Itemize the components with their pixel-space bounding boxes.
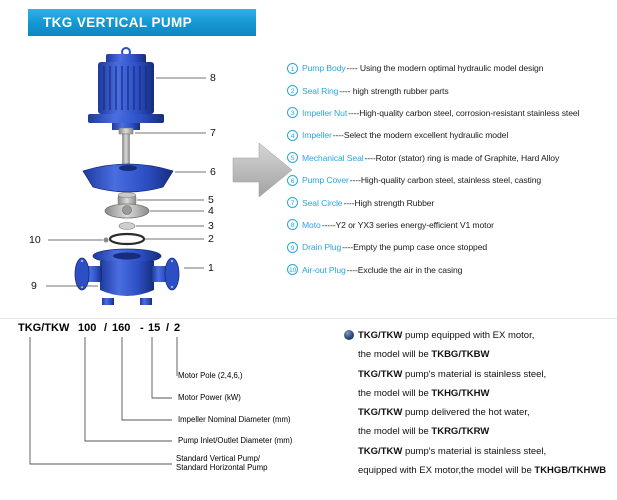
part-name: Mechanical Seal (302, 152, 364, 163)
model-variant-notes: TKG/TKW pump equipped with EX motor, the… (358, 326, 613, 480)
part-item-impeller-nut: 3 Impeller Nut ----High-quality carbon s… (287, 102, 615, 124)
callout-impeller-nut: 3 (208, 220, 214, 232)
impeller (104, 203, 150, 219)
callout-seal-circle: 7 (210, 127, 216, 139)
model-code-prefix: TKG/TKW (18, 322, 70, 334)
model-code-dash: - (140, 322, 144, 334)
leader-lines (46, 77, 206, 287)
part-name: Seal Ring (302, 85, 339, 96)
callout-drain-plug: 9 (31, 280, 37, 292)
label-pump-type: Standard Vertical Pump/ Standard Horizon… (176, 454, 268, 472)
pump-body (74, 248, 180, 305)
part-item-impeller: 4 Impeller ----Select the modern excelle… (287, 124, 615, 146)
part-name: Moto (302, 219, 321, 230)
part-number-badge: 8 (287, 219, 298, 231)
note-line: TKG/TKW pump's material is stainless ste… (358, 368, 547, 380)
part-number-badge: 2 (287, 85, 298, 97)
model-code-slash-2: / (166, 322, 170, 334)
part-name: Pump Body (302, 63, 346, 74)
model-code-inlet-diameter: 100 (78, 322, 97, 334)
note-line: TKG/TKW pump equipped with EX motor, (358, 330, 535, 341)
part-description: ----Exclude the air in the casing (346, 264, 463, 275)
part-item-seal-circle: 7 Seal Circle ----High strength Rubber (287, 191, 615, 213)
parts-list: 1 Pump Body ---- Using the modern optima… (287, 57, 615, 281)
label-pump-type-line1: Standard Vertical Pump/ (176, 454, 261, 463)
part-name: Seal Circle (302, 197, 343, 208)
model-code-motor-power: 15 (148, 322, 161, 334)
part-item-pump-cover: 6 Pump Cover ----High-quality carbon ste… (287, 169, 615, 191)
part-name: Pump Cover (302, 175, 349, 186)
note-line: the model will be TKHG/TKHW (358, 387, 490, 399)
part-item-air-out-plug: 10 Air-out Plug ----Exclude the air in t… (287, 259, 615, 281)
impeller-nut (118, 222, 136, 230)
part-item-motor: 8 Moto -----Y2 or YX3 series energy-effi… (287, 214, 615, 236)
part-description: ----High strength Rubber (343, 197, 435, 208)
pump-exploded-diagram: 8 7 6 5 4 3 2 10 1 9 (29, 47, 293, 305)
part-name: Air-out Plug (302, 264, 346, 275)
part-number-badge: 3 (287, 107, 298, 119)
right-arrow-icon (232, 142, 293, 198)
part-description: ---- high strength rubber parts (339, 85, 449, 96)
callout-mechanical-seal: 5 (208, 194, 214, 206)
label-pump-type-line2: Standard Horizontal Pump (176, 462, 268, 472)
part-description: -----Y2 or YX3 series energy-efficient V… (321, 219, 494, 230)
callout-seal-ring: 2 (208, 233, 214, 245)
part-item-drain-plug: 9 Drain Plug ----Empty the pump case onc… (287, 236, 615, 258)
part-name: Impeller Nut (302, 107, 348, 118)
mechanical-seal (117, 192, 137, 206)
seal-ring (103, 232, 146, 246)
part-description: ----Empty the pump case once stopped (342, 242, 488, 253)
label-motor-power: Motor Power (kW) (178, 393, 241, 402)
page-title-banner: TKG VERTICAL PUMP (28, 9, 256, 36)
label-inlet-outlet-diameter: Pump Inlet/Outlet Diameter (mm) (178, 436, 293, 445)
part-item-pump-body: 1 Pump Body ---- Using the modern optima… (287, 57, 615, 79)
label-motor-pole: Motor Pole (2,4,6,) (178, 371, 243, 380)
bullet-icon (344, 330, 354, 340)
callout-air-out-plug: 10 (29, 234, 41, 246)
part-description: ----Select the modern excellent hydrauli… (332, 130, 509, 141)
model-code-connectors (29, 337, 178, 465)
pump-cover (82, 163, 174, 193)
callout-pump-body: 1 (208, 262, 214, 274)
part-name: Impeller (302, 130, 332, 141)
label-impeller-diameter: Impeller Nominal Diameter (mm) (178, 415, 291, 424)
callout-pump-cover: 6 (210, 166, 216, 178)
part-description: ----Rotor (stator) ring is made of Graph… (364, 152, 560, 163)
model-code-impeller-diameter: 160 (112, 322, 131, 334)
callout-motor: 8 (210, 72, 216, 84)
note-line: the model will be TKRG/TKRW (358, 426, 490, 438)
note-line: the model will be TKBG/TKBW (358, 349, 490, 361)
part-number-badge: 5 (287, 152, 298, 164)
part-number-badge: 10 (287, 264, 298, 276)
note-line: equipped with EX motor,the model will be… (358, 465, 607, 477)
part-number-badge: 6 (287, 174, 298, 186)
part-name: Drain Plug (302, 242, 342, 253)
note-line: TKG/TKW pump's material is stainless ste… (358, 445, 547, 457)
part-number-badge: 1 (287, 62, 298, 74)
part-number-badge: 9 (287, 241, 298, 253)
part-number-badge: 4 (287, 129, 298, 141)
part-item-seal-ring: 2 Seal Ring ---- high strength rubber pa… (287, 79, 615, 101)
motor (88, 47, 164, 130)
page-title: TKG VERTICAL PUMP (43, 15, 193, 30)
part-number-badge: 7 (287, 197, 298, 209)
model-code-motor-pole: 2 (174, 322, 181, 334)
section-divider (0, 318, 617, 319)
part-description: ----High-quality carbon steel, stainless… (349, 175, 542, 186)
part-description: ----High-quality carbon steel, corrosion… (348, 107, 580, 118)
callout-impeller: 4 (208, 205, 214, 217)
part-item-mechanical-seal: 5 Mechanical Seal ----Rotor (stator) rin… (287, 147, 615, 169)
model-code-slash-1: / (104, 322, 108, 334)
part-description: ---- Using the modern optimal hydraulic … (346, 63, 544, 74)
note-line: TKG/TKW pump delivered the hot water, (358, 407, 530, 419)
